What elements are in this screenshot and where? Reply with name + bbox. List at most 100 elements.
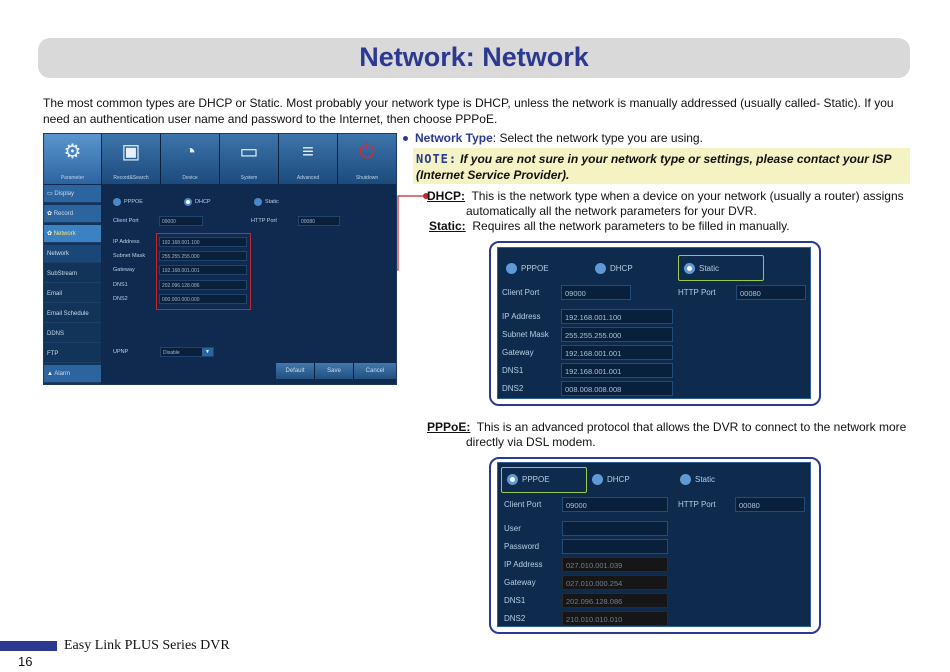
radio-pppoe-label: PPPOE bbox=[124, 199, 143, 205]
pppoe-user-label: User bbox=[504, 524, 521, 533]
save-button[interactable]: Save bbox=[315, 363, 354, 379]
alarm-icon: ▲ bbox=[47, 371, 55, 377]
title-bar bbox=[38, 38, 910, 78]
pppoe-panel-screen: PPPOE DHCP Static Client Port 09000 HTTP… bbox=[497, 462, 811, 627]
footer-product: Easy Link PLUS Series DVR bbox=[64, 638, 230, 653]
pppoe-password-field[interactable] bbox=[562, 539, 668, 554]
network-type-bullet: Network Type: Select the network type yo… bbox=[403, 131, 703, 145]
static-http-port-field[interactable]: 00080 bbox=[736, 285, 806, 300]
pppoe-panel: PPPOE DHCP Static Client Port 09000 HTTP… bbox=[489, 457, 821, 634]
toolbar-device[interactable]: ◔ Device bbox=[161, 134, 220, 184]
sidebar-item-ddns[interactable]: DDNS bbox=[44, 325, 101, 343]
pppoe-radio-dhcp[interactable] bbox=[592, 474, 603, 485]
network-icon: ✿ bbox=[47, 231, 54, 237]
static-term: Static: bbox=[429, 219, 466, 233]
cancel-button[interactable]: Cancel bbox=[354, 363, 396, 379]
static-dns1-field[interactable]: 192.168.001.001 bbox=[561, 363, 673, 378]
pppoe-radio-pppoe-label: PPPOE bbox=[522, 475, 550, 484]
static-radio-static[interactable] bbox=[684, 263, 695, 274]
intro-paragraph: The most common types are DHCP or Static… bbox=[43, 96, 894, 126]
sidebar-item-network-group[interactable]: ✿ Network bbox=[44, 225, 101, 243]
sidebar-item-network[interactable]: Network bbox=[44, 245, 101, 263]
ip-address-field[interactable]: 192.168.001.100 bbox=[159, 237, 247, 247]
chevron-down-icon: ▼ bbox=[202, 348, 213, 356]
subnet-mask-field[interactable]: 255.255.255.000 bbox=[159, 251, 247, 261]
pppoe-http-port-field[interactable]: 00080 bbox=[735, 497, 805, 512]
gateway-field[interactable]: 192.168.001.001 bbox=[159, 265, 247, 275]
power-icon: ⏻ bbox=[359, 141, 375, 163]
toolbar-system[interactable]: ▭ System bbox=[220, 134, 279, 184]
static-subnet-label: Subnet Mask bbox=[502, 330, 549, 339]
note-text: If you are not sure in your network type… bbox=[416, 152, 892, 182]
client-port-field[interactable]: 09000 bbox=[159, 216, 203, 226]
static-definition: Static: Requires all the network paramet… bbox=[429, 219, 790, 234]
display-icon: ▭ bbox=[47, 191, 55, 197]
static-dns2-label: DNS2 bbox=[502, 384, 524, 393]
toolbar-shutdown[interactable]: ⏻ Shutdown bbox=[338, 134, 396, 184]
static-radio-static-label: Static bbox=[699, 264, 720, 273]
film-icon: ▣ bbox=[121, 141, 141, 163]
dns2-label: DNS2 bbox=[113, 296, 128, 302]
static-subnet-field[interactable]: 255.255.255.000 bbox=[561, 327, 673, 342]
radio-dhcp[interactable] bbox=[184, 198, 192, 206]
radio-static[interactable] bbox=[254, 198, 262, 206]
static-radio-pppoe[interactable] bbox=[506, 263, 517, 274]
sidebar-item-email-schedule[interactable]: Email Schedule bbox=[44, 305, 101, 323]
upnp-label: UPNP bbox=[113, 349, 129, 355]
sidebar-item-email[interactable]: Email bbox=[44, 285, 101, 303]
gateway-label: Gateway bbox=[113, 267, 135, 273]
note: NOTE:If you are not sure in your network… bbox=[416, 151, 908, 183]
http-port-field[interactable]: 00080 bbox=[298, 216, 340, 226]
http-port-label: HTTP Port bbox=[251, 218, 277, 224]
static-gateway-label: Gateway bbox=[502, 348, 534, 357]
static-radio-dhcp[interactable] bbox=[595, 263, 606, 274]
pppoe-radio-dhcp-label: DHCP bbox=[607, 475, 630, 484]
pppoe-password-label: Password bbox=[504, 542, 540, 551]
sidebar-item-substream[interactable]: SubStream bbox=[44, 265, 101, 283]
pppoe-selected-frame bbox=[501, 467, 587, 493]
radio-dhcp-label: DHCP bbox=[195, 199, 211, 205]
note-badge: NOTE: bbox=[416, 152, 458, 166]
pppoe-text-cont: directly via DSL modem. bbox=[466, 435, 596, 449]
bullet-label: Network Type bbox=[415, 131, 493, 145]
sliders-icon: ≡ bbox=[302, 141, 314, 163]
dhcp-definition: DHCP: This is the network type when a de… bbox=[427, 189, 904, 204]
pppoe-user-field[interactable] bbox=[562, 521, 668, 536]
pppoe-gateway-label: Gateway bbox=[504, 578, 536, 587]
dvr-button-bar: Default Save Cancel bbox=[276, 363, 396, 379]
radio-pppoe[interactable] bbox=[113, 198, 121, 206]
upnp-select[interactable]: Disable ▼ bbox=[160, 347, 214, 357]
sidebar-item-ftp[interactable]: FTP bbox=[44, 345, 101, 363]
pppoe-radio-pppoe[interactable] bbox=[507, 474, 518, 485]
toolbar-record-search[interactable]: ▣ Record&Search bbox=[102, 134, 161, 184]
dns1-field[interactable]: 202.096.128.086 bbox=[159, 280, 247, 290]
static-panel: PPPOE DHCP Static Client Port 09000 HTTP… bbox=[489, 241, 821, 406]
pppoe-radio-static[interactable] bbox=[680, 474, 691, 485]
toolbar-parameter[interactable]: ⚙ Parameter bbox=[44, 134, 102, 184]
dvr-sidebar: ▭ Display ✿ Record ✿ Network Network Sub… bbox=[44, 185, 101, 384]
pppoe-dns1-field: 202.096.128.086 bbox=[562, 593, 668, 608]
highlight-box bbox=[156, 233, 251, 310]
static-http-port-label: HTTP Port bbox=[678, 288, 716, 297]
subnet-mask-label: Subnet Mask bbox=[113, 253, 146, 259]
sidebar-item-record[interactable]: ✿ Record bbox=[44, 205, 101, 223]
static-dns2-field[interactable]: 008.008.008.008 bbox=[561, 381, 673, 396]
static-client-port-field[interactable]: 09000 bbox=[561, 285, 631, 300]
static-ip-field[interactable]: 192.168.001.100 bbox=[561, 309, 673, 324]
dns2-field[interactable]: 000.000.000.000 bbox=[159, 294, 247, 304]
static-gateway-field[interactable]: 192.168.001.001 bbox=[561, 345, 673, 360]
dvr-network-screen: ⚙ Parameter ▣ Record&Search ◔ Device ▭ S… bbox=[43, 133, 397, 385]
pppoe-gateway-field: 027.010.000.254 bbox=[562, 575, 668, 590]
sidebar-item-alarm[interactable]: ▲ Alarm bbox=[44, 365, 101, 383]
note-box bbox=[413, 148, 910, 184]
sidebar-item-display[interactable]: ▭ Display bbox=[44, 185, 101, 203]
pppoe-client-port-field[interactable]: 09000 bbox=[562, 497, 668, 512]
static-client-port-label: Client Port bbox=[502, 288, 540, 297]
toolbar-advanced[interactable]: ≡ Advanced bbox=[279, 134, 338, 184]
record-icon: ✿ bbox=[47, 211, 54, 217]
gear-icon: ⚙ bbox=[63, 141, 82, 163]
bullet-text: : Select the network type you are using. bbox=[492, 131, 703, 145]
default-button[interactable]: Default bbox=[276, 363, 315, 379]
dhcp-term: DHCP: bbox=[427, 189, 465, 203]
page-title: Network: Network bbox=[359, 42, 589, 72]
